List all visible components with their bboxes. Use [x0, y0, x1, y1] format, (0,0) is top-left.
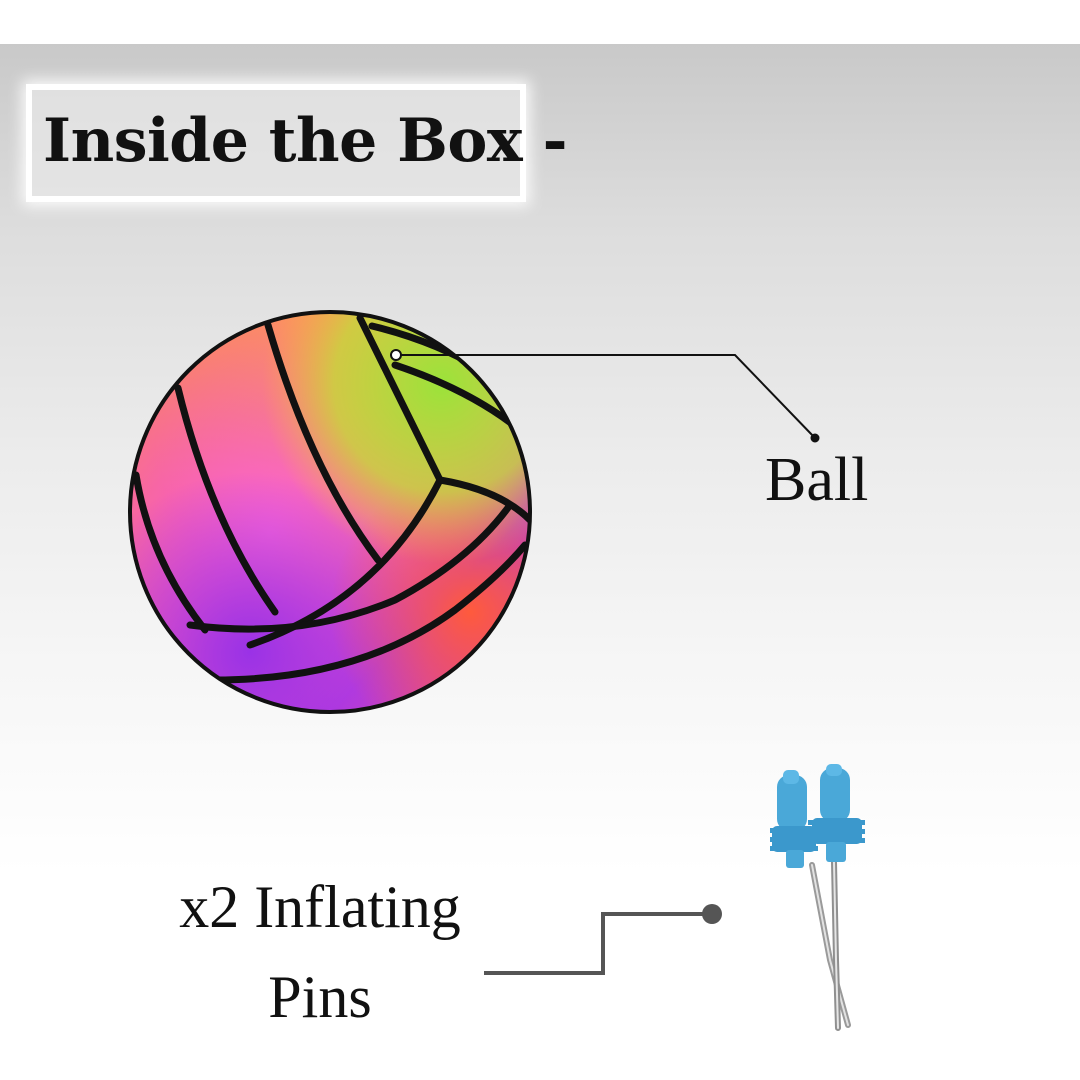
- pins-label: x2 Inflating Pins: [140, 862, 500, 1042]
- page-title: Inside the Box -: [43, 106, 567, 176]
- top-strip: [0, 0, 1080, 44]
- pins-callout-line: [484, 904, 722, 975]
- title-frame: [26, 84, 526, 202]
- pins-label-line1: x2 Inflating: [179, 874, 461, 940]
- volleyball-icon: [128, 310, 532, 714]
- ball-callout-line: [390, 349, 820, 443]
- inflating-pin-icon: [770, 764, 865, 1031]
- ball-label: Ball: [765, 446, 869, 514]
- pins-label-line2: Pins: [268, 964, 372, 1030]
